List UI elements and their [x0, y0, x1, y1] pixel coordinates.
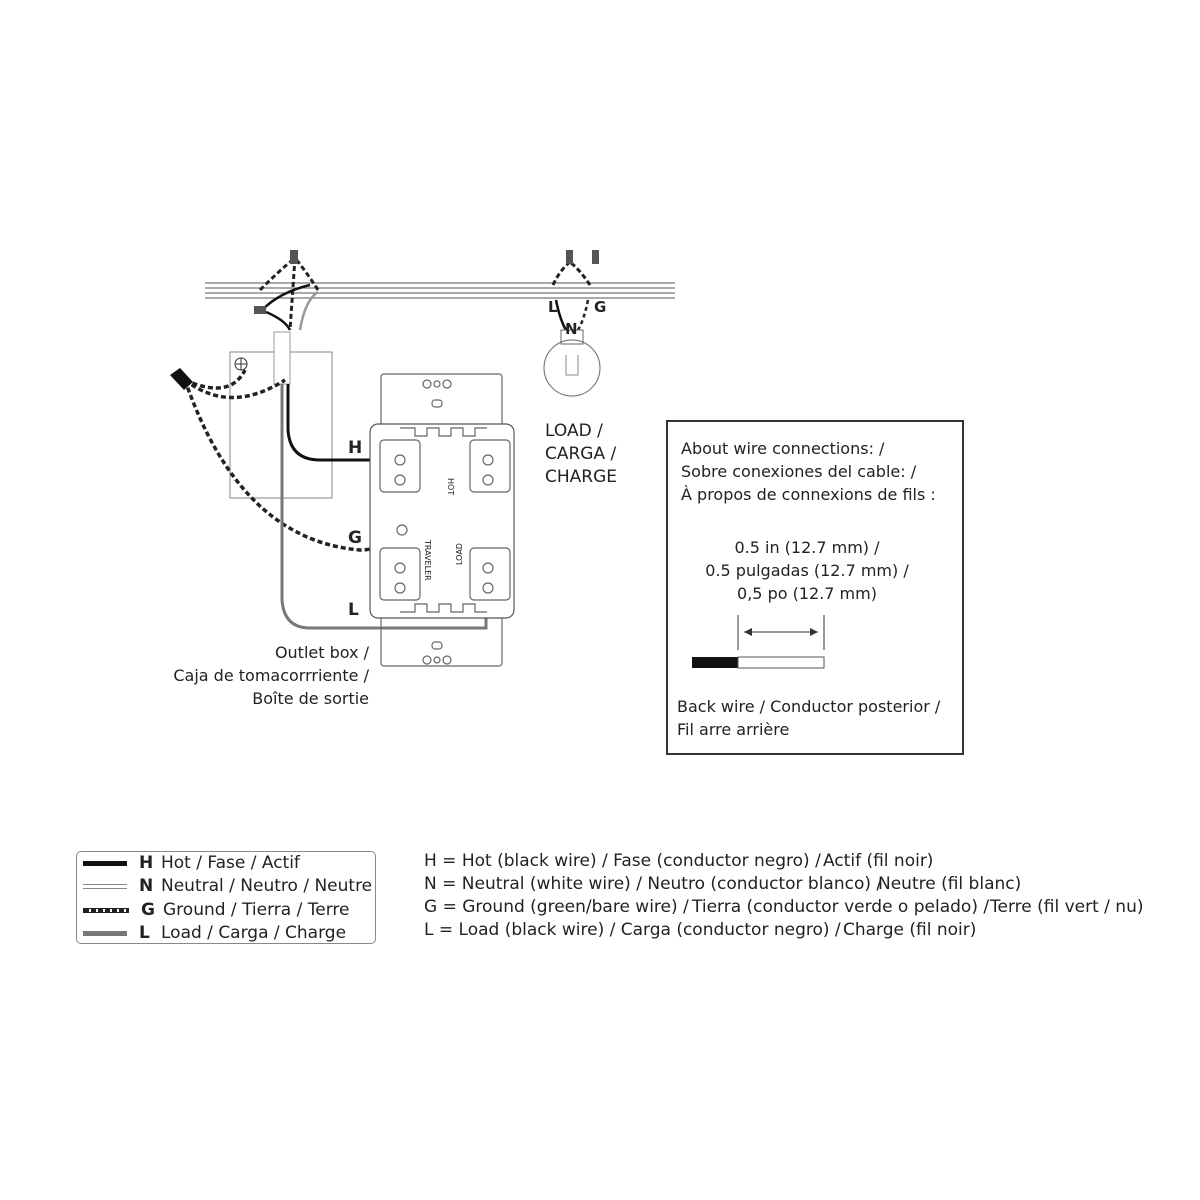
fixture-n-label: N — [565, 320, 578, 338]
ground-swatch — [83, 907, 129, 913]
definition-ground-fr: Terre (fil vert / nu) — [990, 897, 1144, 917]
info-title: About wire connections: / Sobre conexion… — [681, 437, 936, 506]
ground-screw-icon — [234, 357, 248, 371]
strip-length-es: 0.5 pulgadas (12.7 mm) / — [705, 561, 909, 580]
legend-text: Neutral / Neutro / Neutre — [161, 876, 373, 896]
legend-text: Hot / Fase / Actif — [161, 853, 300, 873]
load-wire — [280, 384, 488, 630]
wire-nut-icon — [170, 368, 193, 390]
definition-hot-fr: Actif (fil noir) — [823, 851, 934, 871]
splice-left — [254, 250, 320, 331]
strip-length-fr: 0,5 po (12.7 mm) — [737, 584, 877, 603]
legend-item-load: L Load / Carga / Charge — [83, 922, 346, 944]
wire-strip-gauge — [692, 615, 825, 669]
info-title-en: About wire connections: / — [681, 439, 885, 458]
cable-clamp — [273, 331, 291, 385]
wire-legend: H Hot / Fase / Actif N Neutral / Neutro … — [76, 851, 376, 944]
strip-length-en: 0.5 in (12.7 mm) / — [734, 538, 880, 557]
legend-text: Load / Carga / Charge — [161, 923, 347, 943]
legend-letter: G — [141, 900, 155, 920]
legend-item-hot: H Hot / Fase / Actif — [83, 852, 300, 874]
outlet-box-label-en: Outlet box / — [274, 643, 369, 662]
ground-wire-label: G — [348, 528, 362, 548]
legend-text: Ground / Tierra / Terre — [163, 900, 350, 920]
definition-load: L = Load (black wire) / Carga (conductor… — [424, 920, 841, 940]
fixture-l-label: L — [548, 298, 558, 316]
terminal-load-label: LOAD — [455, 543, 464, 565]
back-wire-label-en-es: Back wire / Conductor posterior / — [677, 697, 941, 716]
definition-load-fr: Charge (fil noir) — [843, 920, 977, 940]
hot-wire-label: H — [348, 438, 363, 458]
back-wire-label-fr: Fil arre arrière — [677, 720, 790, 739]
load-label: LOAD / CARGA / CHARGE — [545, 420, 617, 489]
terminal-hot-label: HOT — [446, 478, 455, 496]
back-wire-label: Back wire / Conductor posterior / Fil ar… — [677, 695, 940, 741]
legend-item-neutral: N Neutral / Neutro / Neutre — [83, 875, 372, 897]
light-fixture — [543, 250, 601, 397]
load-wire-label: L — [348, 600, 359, 620]
load-label-fr: CHARGE — [545, 467, 618, 487]
outlet-box-label-es: Caja de tomacorrriente / — [173, 666, 369, 685]
legend-letter: H — [139, 853, 154, 873]
definition-ground: G = Ground (green/bare wire) / — [424, 897, 689, 917]
info-title-fr: À propos de connexions de fils : — [681, 485, 936, 504]
legend-letter: L — [139, 923, 150, 943]
cable-run — [205, 282, 675, 299]
load-swatch — [83, 930, 127, 936]
definition-neutral: N = Neutral (white wire) / Neutro (condu… — [424, 874, 883, 894]
terminal-traveler-label: TRAVELER — [423, 540, 432, 581]
legend-letter: N — [139, 876, 154, 896]
definition-ground-es: Tierra (conductor verde o pelado) / — [692, 897, 990, 917]
definition-hot: H = Hot (black wire) / Fase (conductor n… — [424, 851, 821, 871]
smart-switch — [369, 373, 515, 667]
strip-length: 0.5 in (12.7 mm) / 0.5 pulgadas (12.7 mm… — [668, 536, 946, 605]
hot-swatch — [83, 860, 127, 866]
fixture-g-label: G — [594, 298, 607, 316]
wire-connections-info-box: About wire connections: / Sobre conexion… — [666, 420, 964, 755]
load-label-en: LOAD / — [545, 421, 603, 441]
outlet-box-label: Outlet box / Caja de tomacorrriente / Bo… — [173, 641, 369, 710]
definition-neutral-fr: Neutre (fil blanc) — [878, 874, 1022, 894]
load-label-es: CARGA / — [545, 444, 617, 464]
neutral-swatch — [83, 883, 127, 889]
outlet-box-label-fr: Boîte de sortie — [252, 689, 369, 708]
legend-item-ground: G Ground / Tierra / Terre — [83, 899, 349, 921]
info-title-es: Sobre conexiones del cable: / — [681, 462, 917, 481]
hot-wire — [286, 384, 488, 462]
